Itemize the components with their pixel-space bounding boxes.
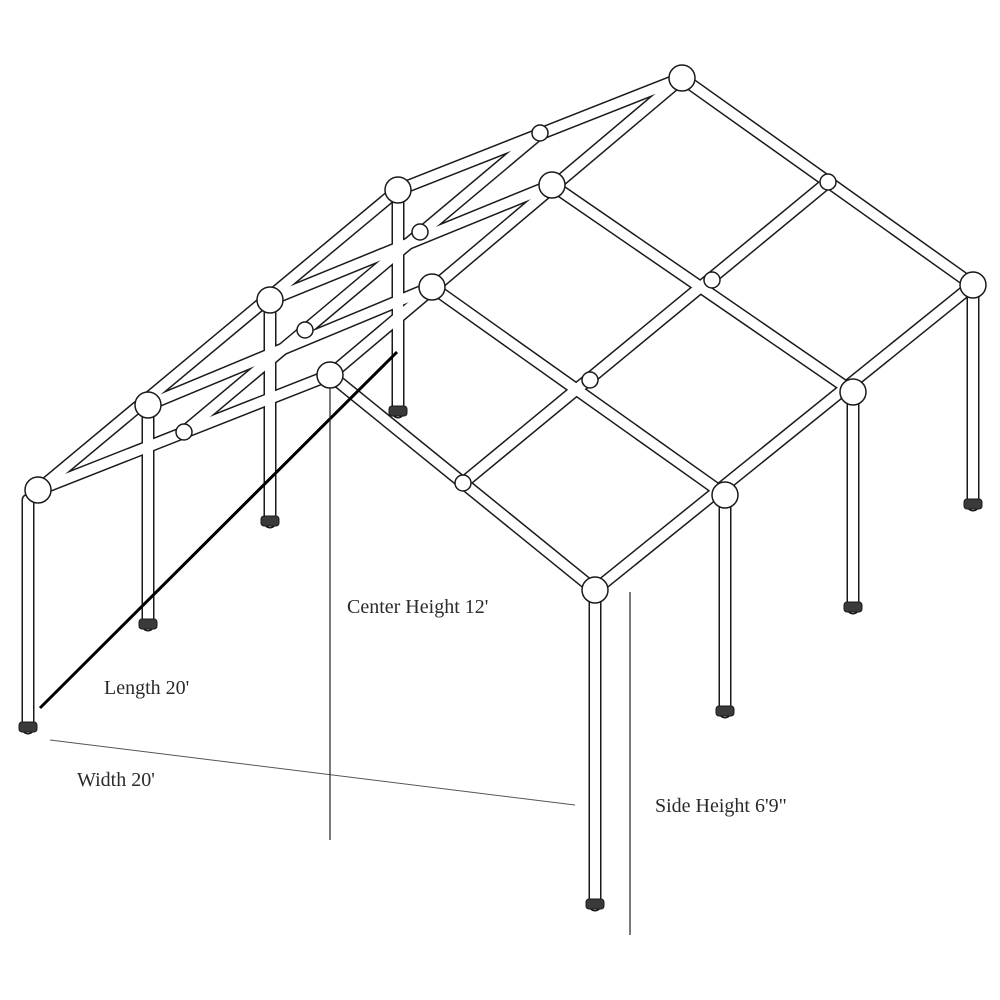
joint-front-peak: [316, 361, 344, 389]
joint-purlin-4: [454, 474, 472, 492]
joint-purlin-1: [296, 321, 314, 339]
joint-purlin-2: [411, 223, 429, 241]
foot-leg-mid1-left: [138, 618, 158, 630]
ridge-pole: [325, 73, 687, 380]
side-height-label: Side Height 6'9": [655, 795, 787, 817]
foot-leg-front-right: [585, 898, 605, 910]
pipe-joints: [24, 64, 987, 604]
joint-front-eave-right: [581, 576, 609, 604]
joint-back-eave-right: [959, 271, 987, 299]
joint-mid2-peak: [538, 171, 566, 199]
leg-feet: [18, 405, 983, 910]
pipe-fills: [23, 73, 978, 910]
foot-leg-back-left: [388, 405, 408, 417]
joint-mid1-eave-right: [711, 481, 739, 509]
joint-back-eave-left: [384, 176, 412, 204]
width-dimension-line: [49, 739, 576, 806]
foot-leg-mid2-right: [843, 601, 863, 613]
eave-rail-right: [590, 280, 978, 595]
joint-purlin-3: [531, 124, 549, 142]
foot-leg-mid1-right: [715, 705, 735, 717]
width-label: Width 20': [77, 769, 155, 791]
joint-mid2-eave-left: [256, 286, 284, 314]
joint-mid1-eave-left: [134, 391, 162, 419]
joint-front-eave-left: [24, 476, 52, 504]
joint-purlin-6: [703, 271, 721, 289]
joint-purlin-5: [581, 371, 599, 389]
foot-leg-mid2-left: [260, 515, 280, 527]
joint-back-peak: [668, 64, 696, 92]
joint-mid1-peak: [418, 273, 446, 301]
purlin-left: [179, 128, 545, 437]
center-height-label: Center Height 12': [347, 596, 489, 618]
joint-mid2-eave-right: [839, 378, 867, 406]
foot-leg-front-left: [18, 721, 38, 733]
foot-leg-back-right: [963, 498, 983, 510]
purlin-right: [458, 177, 833, 488]
length-label: Length 20': [104, 677, 190, 699]
dimension-lines: [38, 350, 631, 935]
length-dimension-line: [38, 350, 399, 710]
joint-purlin-0: [175, 423, 193, 441]
joint-purlin-7: [819, 173, 837, 191]
eave-rail-left: [33, 185, 403, 495]
